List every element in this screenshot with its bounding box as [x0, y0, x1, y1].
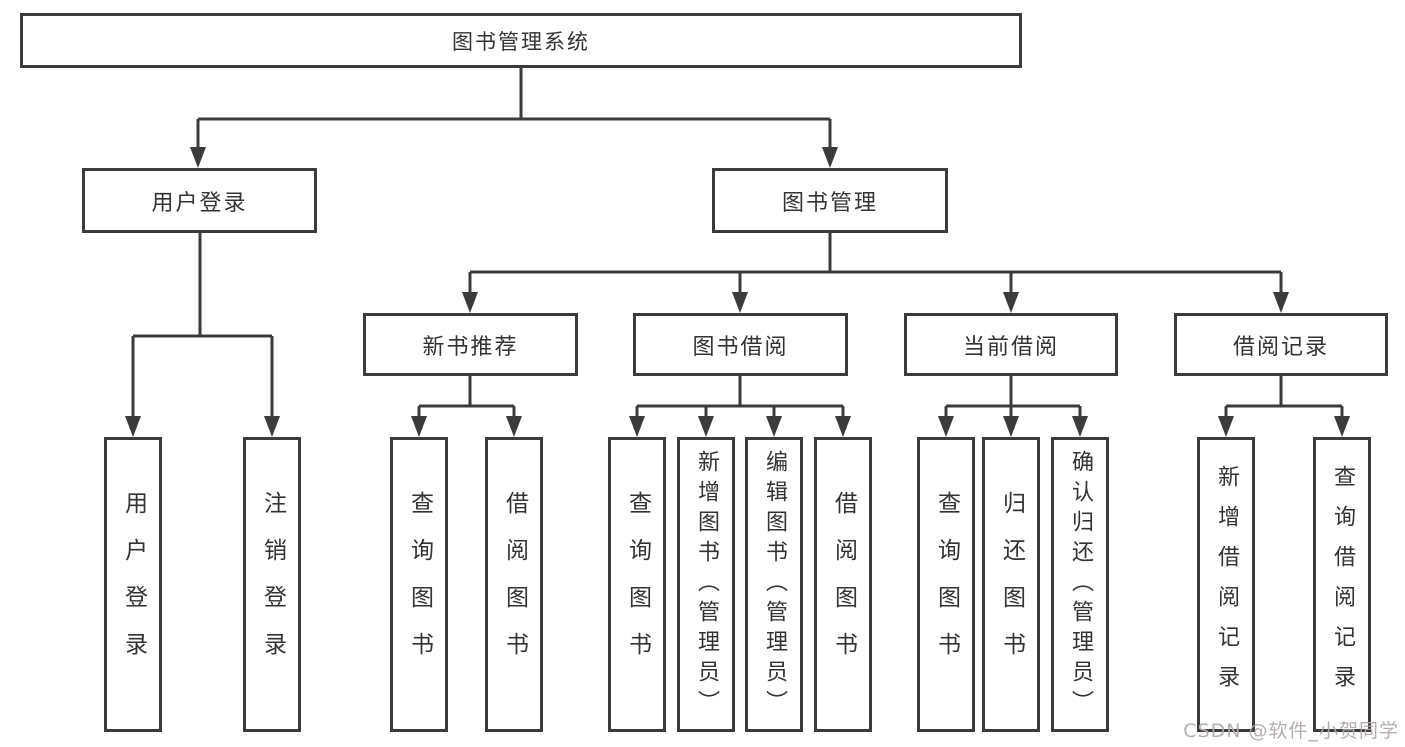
leaf-return-books-label: 归还图书: [998, 490, 1025, 679]
node-book-borrow-label: 图书借阅: [692, 334, 789, 360]
node-book-management-label: 图书管理: [781, 190, 878, 216]
leaf-edit-books-admin-label: 编辑图书（管理员）: [762, 449, 787, 720]
leaf-user-login: 用户登录: [104, 437, 162, 732]
leaf-add-books-admin-label: 新增图书（管理员）: [694, 449, 719, 720]
node-root: 图书管理系统: [20, 13, 1022, 68]
leaf-current-query-books: 查询图书: [917, 437, 975, 732]
leaf-recommend-borrow-books-label: 借阅图书: [501, 490, 528, 679]
node-user-login: 用户登录: [82, 168, 317, 233]
leaf-query-borrow-record: 查询借阅记录: [1313, 437, 1371, 732]
node-current-borrow-label: 当前借阅: [962, 334, 1059, 360]
node-root-label: 图书管理系统: [452, 29, 590, 54]
node-new-book-recommend: 新书推荐: [363, 313, 578, 376]
leaf-add-books-admin: 新增图书（管理员）: [677, 437, 735, 732]
node-book-borrow: 图书借阅: [633, 313, 848, 376]
node-new-book-recommend-label: 新书推荐: [422, 334, 519, 360]
leaf-add-borrow-record-label: 新增借阅记录: [1214, 464, 1239, 705]
leaf-borrow-books: 借阅图书: [814, 437, 872, 732]
leaf-logout: 注销登录: [243, 437, 301, 732]
leaf-logout-label: 注销登录: [259, 490, 286, 679]
node-borrow-records-label: 借阅记录: [1232, 334, 1329, 360]
leaf-recommend-query-books: 查询图书: [390, 437, 448, 732]
leaf-add-borrow-record: 新增借阅记录: [1197, 437, 1255, 732]
leaf-borrow-query-books-label: 查询图书: [624, 490, 651, 679]
leaf-current-query-books-label: 查询图书: [933, 490, 960, 679]
leaf-query-borrow-record-label: 查询借阅记录: [1330, 464, 1355, 705]
leaf-recommend-borrow-books: 借阅图书: [485, 437, 543, 732]
leaf-borrow-books-label: 借阅图书: [830, 490, 857, 679]
leaf-user-login-label: 用户登录: [120, 490, 147, 679]
node-user-login-label: 用户登录: [151, 190, 248, 216]
leaf-recommend-query-books-label: 查询图书: [406, 490, 433, 679]
node-borrow-records: 借阅记录: [1174, 313, 1388, 376]
node-current-borrow: 当前借阅: [904, 313, 1118, 376]
leaf-confirm-return-admin-label: 确认归还（管理员）: [1068, 449, 1093, 720]
leaf-confirm-return-admin: 确认归还（管理员）: [1051, 437, 1109, 732]
node-book-management: 图书管理: [712, 168, 948, 233]
leaf-return-books: 归还图书: [982, 437, 1040, 732]
csdn-watermark: CSDN @软件_小贺同学: [1183, 720, 1399, 742]
leaf-borrow-query-books: 查询图书: [608, 437, 666, 732]
leaf-edit-books-admin: 编辑图书（管理员）: [745, 437, 803, 732]
